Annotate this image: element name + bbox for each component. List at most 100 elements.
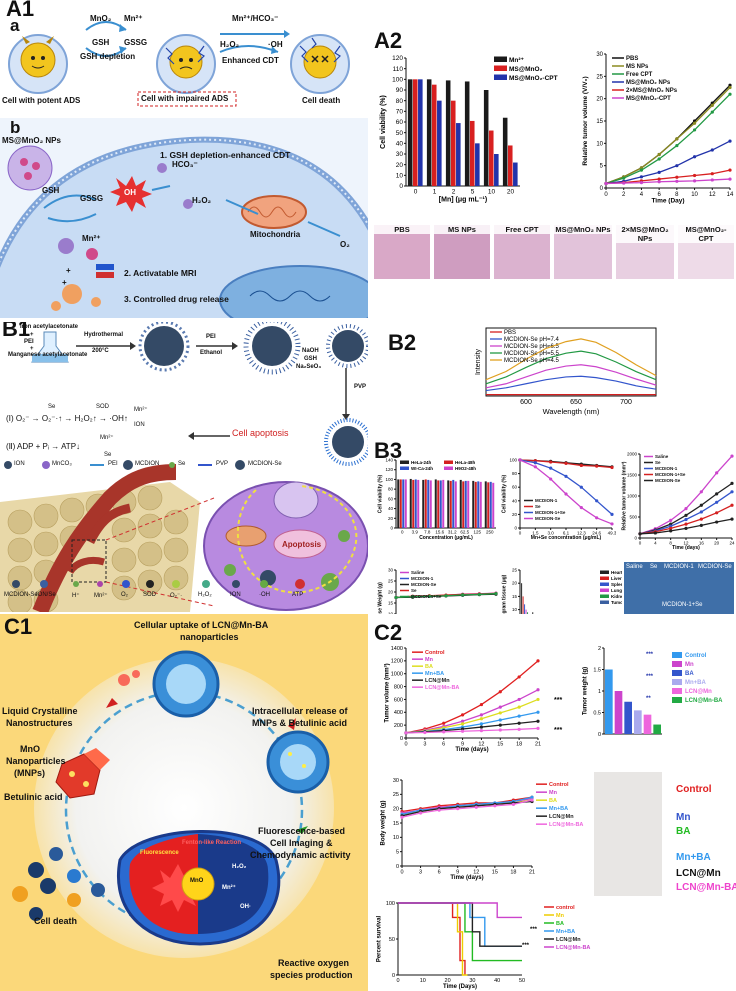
b3-bar-y-label: Cell viability (%) (378, 474, 384, 513)
c2-tumor-point-1-5 (498, 705, 502, 709)
b3-line-series-line-2 (519, 459, 613, 515)
c2-body-point-5-0 (400, 815, 404, 819)
b3-tumor-point-0-5 (715, 471, 719, 475)
c2-body-point-5-3 (456, 807, 460, 811)
b3-tumor-point-4-1 (653, 531, 657, 535)
c2-tumor-point-0-7 (536, 659, 540, 663)
a2-viability-legend-swatch-0 (494, 56, 507, 62)
b3-line-point-2-3 (564, 474, 568, 478)
c2-tumor-point-2-4 (479, 717, 484, 721)
c2-tumor-ytick-label-7: 1400 (391, 646, 403, 652)
c2-tumor-point-3-5 (498, 718, 502, 722)
c2-tumor-point-5-6 (517, 727, 521, 731)
c2-tumor-point-1-7 (536, 688, 540, 692)
c2-tumor-legend-label-5: LCN@Mn-BA (425, 685, 459, 691)
a2-viability-xtick-label-3: 5 (471, 189, 475, 196)
b3-photo-label-4: MCDION-Se (698, 564, 732, 570)
b3-weight-legend-label-1: MCDION-1 (411, 576, 434, 581)
b3-line-point-3-2 (549, 477, 553, 481)
c2-body-point-3-7 (530, 795, 534, 799)
a2-viability-legend-label-2: MS@MnO₂-CPT (509, 75, 558, 82)
c2-weight-ytick-label-0: 0 (598, 732, 601, 738)
c1-fenton: Fenton-like Reaction (182, 840, 242, 846)
b3-line-xtick-label-3: 6.1 (563, 531, 570, 536)
c1-lcn2: Nanostructures (6, 718, 73, 728)
c1-death: Cell death (34, 916, 78, 926)
a2-tumor-ytick-label-2: 10 (596, 141, 603, 147)
b3-tumor-point-2-4 (699, 510, 703, 514)
a2-tumor-point-3-4 (675, 164, 679, 168)
a2-viability-legend-label-1: MS@MnO₂ (509, 66, 543, 73)
a2-tumor-point-3-5 (692, 155, 697, 159)
b1-hydrothermal: Hydrothermal (84, 332, 124, 338)
b3-bar-legend-label-0: HeLa-24h (411, 460, 432, 465)
b1-eq1-ion: ION (134, 422, 145, 428)
a2-tumor-xtick-label-0: 0 (604, 192, 608, 198)
b3-bar-bar-3-5 (467, 480, 470, 528)
a2-viability-legend-swatch-1 (494, 65, 507, 71)
a2-tumor-series-line-4 (605, 169, 731, 185)
a2-tumor-point-3-2 (639, 175, 644, 179)
c2-survival-ytick-label-0: 0 (392, 973, 395, 979)
a2-viability-bar-2-1 (437, 100, 442, 186)
b3-line-point-3-4 (579, 506, 583, 510)
b3-bar-xtick-label-4: 31.2 (448, 530, 457, 535)
c2-weight-sig-2: ** (646, 696, 651, 702)
a2-tumor-xtick-label-2: 4 (640, 192, 644, 198)
c2-survival-xtick-label-1: 10 (420, 978, 426, 984)
b1-legend-bottom-8: ION (230, 592, 241, 598)
c2-weight-y-label: Tumor weight (g) (582, 667, 588, 715)
a2-viability-ytick-label-8: 80 (396, 98, 404, 105)
b3-photo-label-3: MCDION-1+Se (662, 602, 703, 608)
b3-bar-bar-0-1 (409, 478, 412, 528)
a2-viability-bar-0-3 (464, 81, 470, 186)
a2-tumor-point-1-6 (710, 103, 714, 107)
a1-plus2: + (62, 278, 67, 287)
b3-bar-bar-1-1 (412, 479, 415, 528)
b1-eq2: (Ⅱ) ADP + Pᵢ → ATP↓ (6, 442, 81, 451)
panel-c2-label: C2 (374, 620, 403, 645)
b3-line-point-1-2 (549, 460, 553, 464)
c1-mno-inner: MnO (190, 878, 204, 884)
c2-tumor-ytick-label-6: 1200 (391, 659, 403, 665)
b3-tissue-legend-label-2: Spleen (611, 582, 622, 587)
b2-x-label: Wavelength (nm) (543, 407, 600, 416)
b3-bar-legend-swatch-1 (444, 460, 453, 464)
a2-viability-xtick-label-4: 10 (488, 189, 496, 196)
c2-weight-legend-swatch-2 (672, 670, 682, 676)
b3-bar-legend-label-2: WI-Ca-24h (411, 466, 433, 471)
c2-tumor-xtick-label-1: 3 (423, 742, 426, 748)
b3-weight-point-4-3 (444, 594, 448, 598)
c2-tumor-point-5-0 (404, 731, 408, 735)
b1-legend-top-2: PEI (108, 461, 118, 467)
b1-eq1-se: Se (48, 404, 56, 410)
c2-tumor-point-0-6 (517, 675, 521, 679)
c2-weight-legend-swatch-1 (672, 661, 682, 667)
b3-tissue-bar-3-0 (525, 609, 527, 614)
b1-eq1-sod: SOD (96, 404, 110, 410)
b3-tumor-legend-label-1: Se (655, 460, 661, 465)
b3-bar-bar-1-0 (399, 479, 402, 528)
b3-weight-ytick-label-2: 10 (388, 612, 394, 615)
c2-body-point-5-7 (530, 798, 534, 802)
a2-hist-2msmno2-label: 2×MS@MnO₂ NPs (616, 225, 674, 243)
c2-body-ytick-label-4: 20 (393, 807, 399, 813)
c2-tumor-volume-chart: Tumor volume (mm³)Time (days)02004006008… (383, 646, 562, 753)
b3-bar-xtick-label-0: 0 (401, 530, 404, 535)
c2-survival-line-0 (398, 902, 466, 975)
b1-reagent-2: + (30, 332, 34, 338)
b3-tumor-point-2-3 (684, 517, 688, 522)
a2-tumor-legend-label-4: 2×MS@MnO₂ NPs (626, 88, 678, 94)
a2-viability-ytick-label-1: 10 (396, 173, 404, 180)
b3-tissue-legend-swatch-2 (600, 582, 609, 586)
b1-legend-bottom-2: H⁺ (72, 593, 80, 599)
b3-weight-ytick-label-3: 15 (388, 601, 394, 606)
b2-series-line-1 (485, 375, 657, 392)
b3-line-x-label: Mn+Se concentration (μg/mL) (531, 535, 602, 541)
a1-cell-impaired: Cell with impaired ADS (141, 94, 229, 103)
b3-tumor-point-3-6 (730, 503, 734, 507)
b3-weight-point-4-5 (477, 592, 481, 597)
b3-bar-ytick-label-3: 60 (388, 496, 394, 501)
